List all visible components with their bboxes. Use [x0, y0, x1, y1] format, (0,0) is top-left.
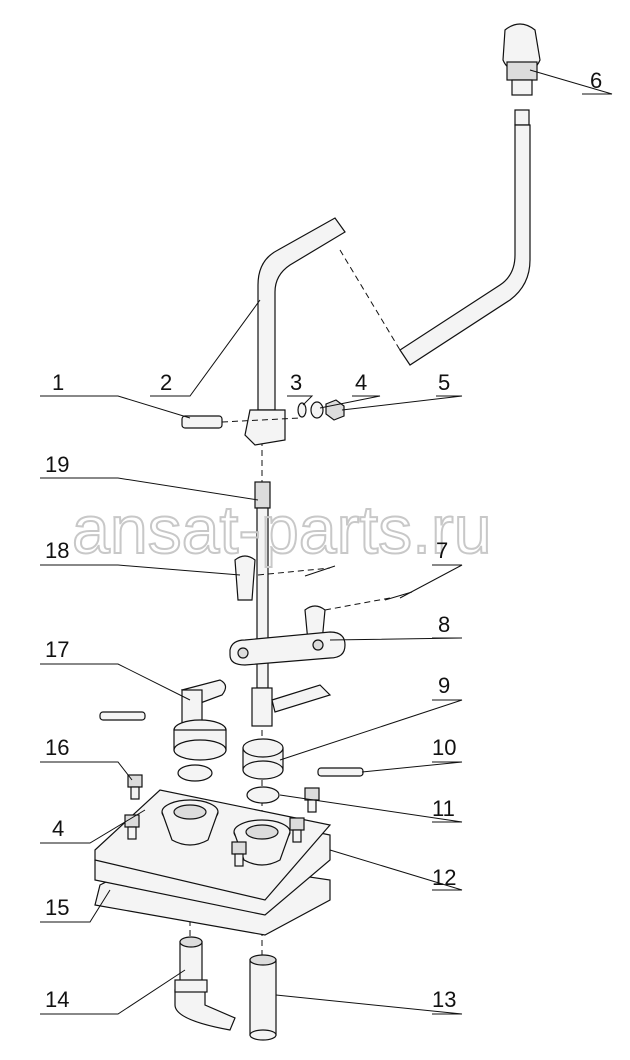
part-18-pin: [234, 555, 256, 601]
watermark: ansat-parts.ru: [72, 492, 492, 568]
part-13-sleeve: [249, 954, 277, 1041]
callout-4-top: 4: [355, 370, 367, 395]
callout-3: 3: [290, 370, 302, 395]
callout-18: 18: [45, 538, 69, 563]
part-5-nut: [325, 399, 345, 421]
part-9-collar: [242, 738, 284, 780]
leader-lines: [40, 69, 613, 1015]
part-17-selector: [173, 679, 227, 782]
callout-9: 9: [438, 673, 450, 698]
callout-10: 10: [432, 735, 456, 760]
part-7-cotter-pins: [304, 565, 413, 601]
callout-5: 5: [438, 370, 450, 395]
callout-6: 6: [590, 68, 602, 93]
callout-12: 12: [432, 865, 456, 890]
callout-1: 1: [52, 370, 64, 395]
callout-7: 7: [436, 538, 448, 563]
callout-8: 8: [438, 612, 450, 637]
part-19-shaft: [251, 481, 332, 727]
part-3-washer: [297, 402, 307, 418]
axis-line-lever: [339, 249, 401, 351]
bolts: [124, 774, 320, 867]
part-12-housing: [94, 789, 332, 916]
part-6-knob-lever: [399, 23, 541, 366]
callout-15: 15: [45, 895, 69, 920]
part-8-link: [229, 631, 346, 666]
part-14-sleeve: [174, 936, 236, 1031]
callout-4-bottom: 4: [52, 816, 64, 841]
callout-19: 19: [45, 452, 69, 477]
part-pin-left: [99, 711, 146, 721]
part-11-ring: [246, 786, 280, 804]
part-10-pin: [317, 767, 364, 777]
callout-16: 16: [45, 735, 69, 760]
callout-11: 11: [432, 796, 455, 821]
callout-13: 13: [432, 987, 456, 1012]
callout-2: 2: [160, 370, 172, 395]
callout-14: 14: [45, 987, 69, 1012]
part-4-washer: [310, 401, 324, 419]
callout-17: 17: [45, 637, 69, 662]
part-2-lever: [244, 217, 346, 446]
